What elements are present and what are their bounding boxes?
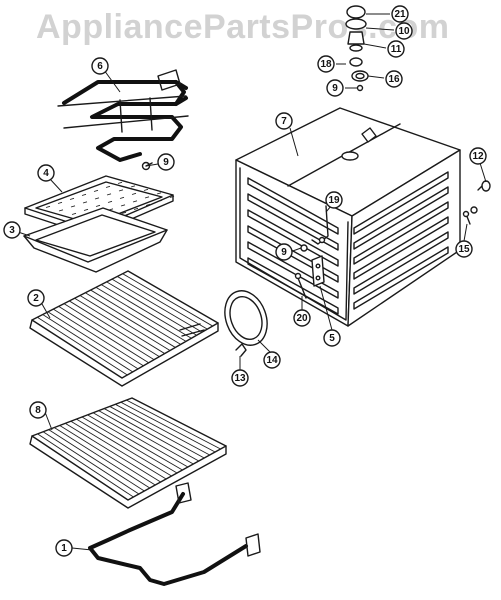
callout-text: 13 — [234, 373, 246, 384]
callout-labels: 21 10 11 18 16 9 6 9 7 12 4 3 19 9 15 2 20 5 14 13 8 1 — [3, 5, 487, 557]
oven-cavity[interactable] — [235, 107, 461, 327]
callout-11: 11 — [387, 40, 405, 58]
callout-9c: 9 — [275, 243, 293, 261]
callout-6: 6 — [91, 57, 109, 75]
callout-8: 8 — [29, 401, 47, 419]
callout-text: 6 — [97, 61, 103, 72]
callout-21: 21 — [391, 5, 409, 23]
screw-icon[interactable] — [300, 244, 308, 252]
callout-text: 5 — [329, 333, 335, 344]
callout-text: 21 — [394, 9, 406, 20]
clip[interactable] — [235, 343, 247, 357]
callout-text: 2 — [33, 293, 39, 304]
callout-14: 14 — [263, 351, 281, 369]
broil-element[interactable] — [57, 69, 189, 162]
gasket[interactable] — [218, 285, 275, 351]
bracket[interactable] — [311, 205, 329, 245]
callout-text: 14 — [266, 355, 278, 366]
callout-15: 15 — [455, 240, 473, 258]
bake-element[interactable] — [88, 482, 261, 586]
callout-13: 13 — [231, 369, 249, 387]
leader-lines — [17, 13, 487, 551]
callout-text: 8 — [35, 405, 41, 416]
callout-text: 11 — [391, 44, 402, 55]
broiler-pan[interactable] — [23, 207, 168, 273]
callout-text: 15 — [458, 244, 470, 255]
callout-text: 9 — [332, 83, 338, 94]
callout-text: 1 — [61, 543, 67, 554]
callout-20: 20 — [293, 309, 311, 327]
callout-19: 19 — [325, 191, 343, 209]
callout-12: 12 — [469, 147, 487, 165]
screw-icon[interactable] — [294, 272, 307, 299]
callout-text: 19 — [328, 195, 340, 206]
oven-rack-lower[interactable] — [29, 397, 227, 509]
callout-9b: 9 — [157, 153, 175, 171]
pan-grill-slots — [45, 181, 175, 222]
rack-wires — [37, 273, 213, 376]
callout-text: 4 — [43, 168, 49, 179]
callout-text: 18 — [320, 59, 332, 70]
callout-text: 16 — [388, 74, 400, 85]
callout-16: 16 — [385, 70, 403, 88]
mounting-plate[interactable] — [311, 255, 325, 287]
callout-7: 7 — [275, 112, 293, 130]
light-assembly[interactable] — [345, 5, 369, 92]
callout-9a: 9 — [326, 79, 344, 97]
callout-4: 4 — [37, 164, 55, 182]
rack-wires — [37, 399, 221, 498]
callout-text: 12 — [472, 151, 484, 162]
callout-text: 9 — [281, 247, 287, 258]
callout-18: 18 — [317, 55, 335, 73]
screw-icon[interactable] — [462, 206, 478, 225]
rack-supports — [247, 171, 449, 315]
callout-1: 1 — [55, 539, 73, 557]
callout-text: 3 — [9, 225, 15, 236]
callout-3: 3 — [3, 221, 21, 239]
callout-text: 9 — [163, 157, 169, 168]
plug[interactable] — [477, 180, 491, 192]
callout-2: 2 — [27, 289, 45, 307]
oven-rack-upper[interactable] — [29, 270, 219, 387]
callout-text: 7 — [281, 116, 287, 127]
callout-5: 5 — [323, 329, 341, 347]
callout-text: 10 — [398, 26, 410, 37]
callout-text: 20 — [296, 313, 308, 324]
callout-10: 10 — [395, 22, 413, 40]
